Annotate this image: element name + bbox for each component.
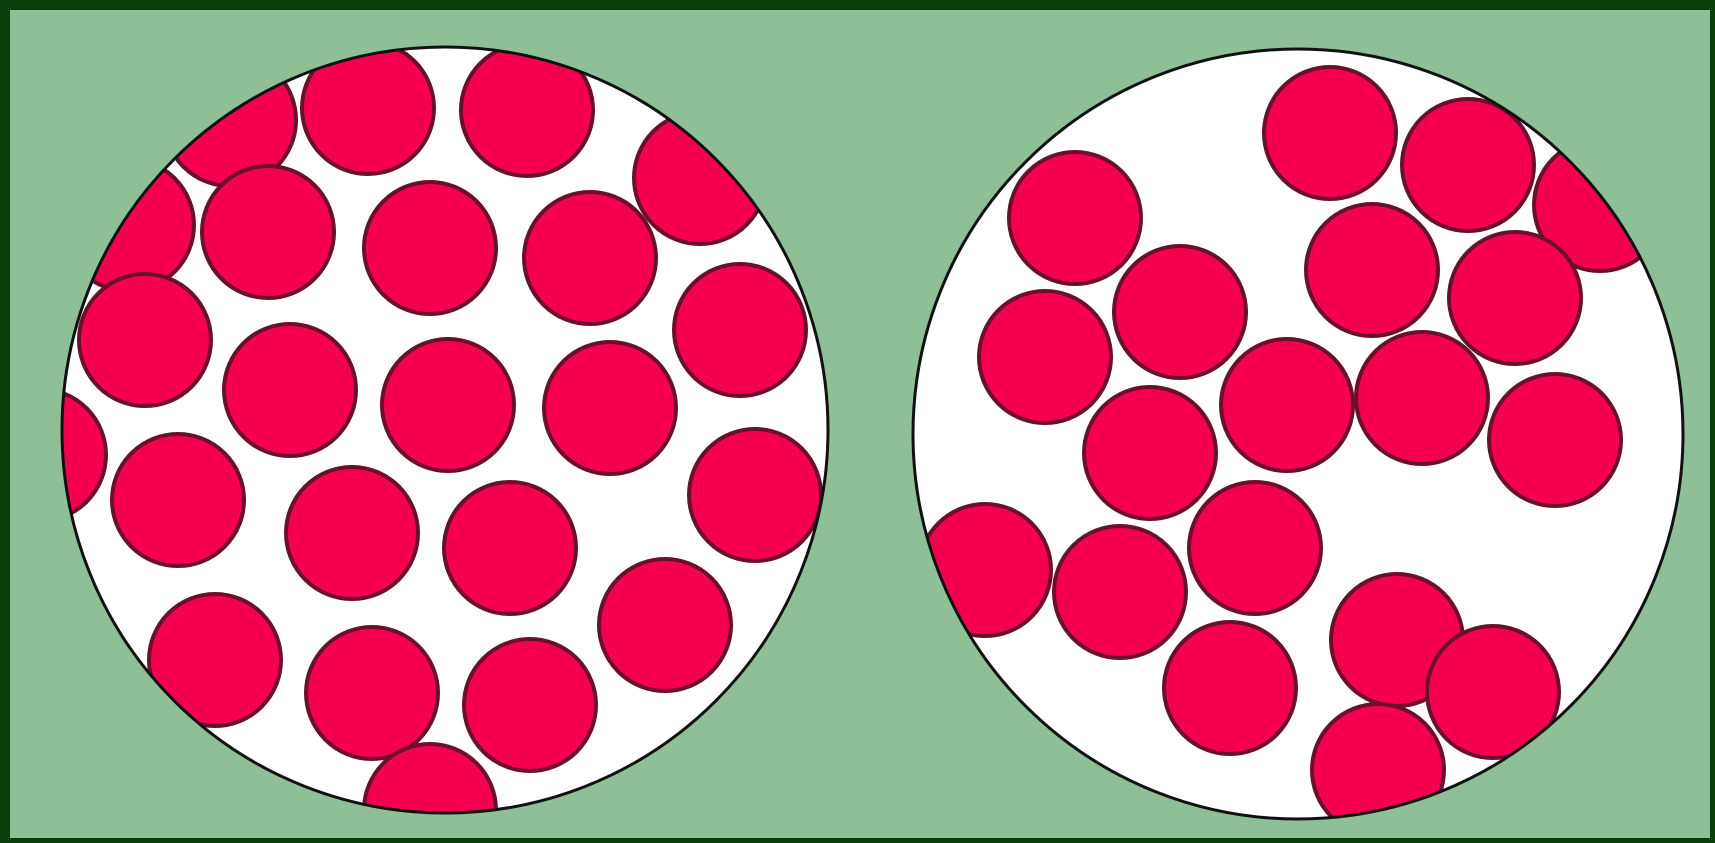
particle [464,639,596,771]
particle [674,264,806,396]
particle [1009,152,1141,284]
particle [1221,339,1353,471]
particle [1164,622,1296,754]
particle [1356,332,1488,464]
particle [1306,204,1438,336]
particle [1489,374,1621,506]
particle [1449,232,1581,364]
particle [364,182,496,314]
particle [1114,246,1246,378]
particle [524,192,656,324]
particle [979,291,1111,423]
particle [599,559,731,691]
particle [224,324,356,456]
particle [306,627,438,759]
particle [1054,526,1186,658]
particle [202,166,334,298]
particle [444,482,576,614]
particle [382,339,514,471]
particle [79,274,211,406]
particle [1402,99,1534,231]
particle [689,429,821,561]
particle [1084,387,1216,519]
particle [286,467,418,599]
particle [112,434,244,566]
particle [1264,67,1396,199]
particle [544,342,676,474]
particle [1189,482,1321,614]
